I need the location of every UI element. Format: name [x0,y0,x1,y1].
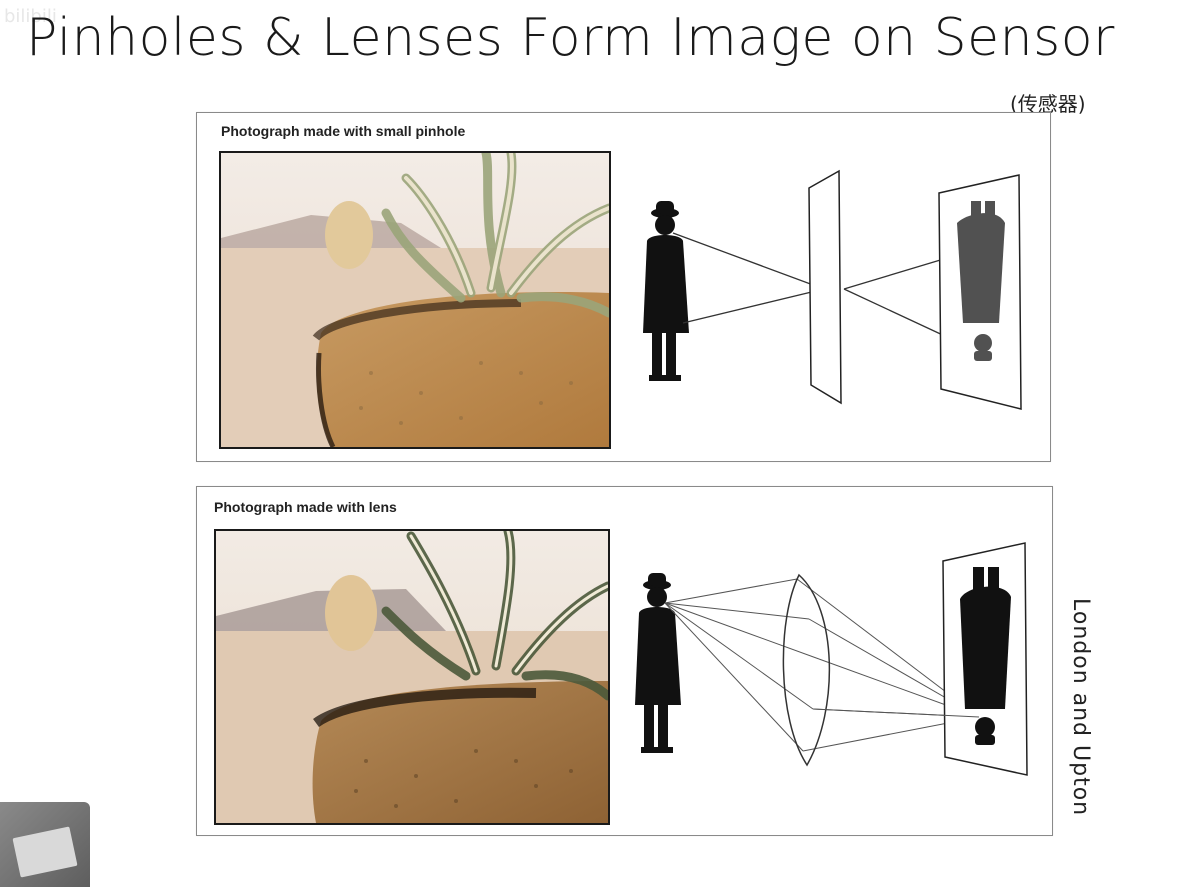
inverted-image [957,201,1005,361]
pinhole-figure-panel: Photograph made with small pinhole [196,112,1051,462]
lens-shape [782,573,831,767]
lens-photograph [214,529,610,825]
pinhole-diagram [643,169,1022,410]
video-watermark: bilibili [4,6,57,27]
pinhole-panel-label: Photograph made with small pinhole [221,123,466,139]
lens-figure-panel: Photograph made with lens [196,486,1053,836]
lens-panel-label: Photograph made with lens [214,499,397,515]
pinhole-screen [808,169,842,405]
pinhole-photograph [219,151,611,449]
video-thumbnail[interactable] [0,802,90,887]
person-figure [635,573,681,753]
slide-title: Pinholes & Lenses Form Image on Sensor [26,8,1115,68]
image-credit: London and Upton [1068,598,1093,817]
inverted-image [960,567,1011,745]
person-figure [643,201,689,381]
lens-diagram [635,542,1028,776]
